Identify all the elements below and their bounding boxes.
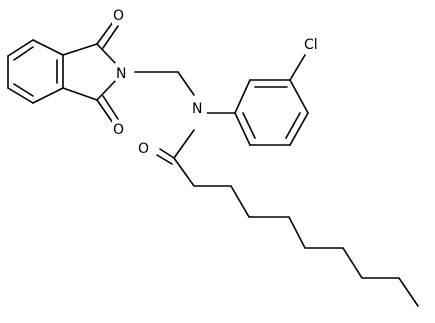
label-mask-o-bottom	[112, 120, 126, 138]
bond-benz-2	[32, 39, 64, 56]
bond-benz-5	[7, 87, 34, 104]
bond-ph-inner-2	[285, 112, 301, 139]
bond-ph-3	[289, 79, 309, 114]
atom-label-n-imide: N	[116, 66, 126, 82]
bond-ph-4	[289, 112, 309, 146]
atom-label-o-amide: O	[138, 141, 149, 157]
bond-namide-co	[173, 129, 195, 159]
bond-benz-4	[32, 87, 64, 104]
bond-c1-ring	[62, 43, 98, 56]
bond-co-bottom-a	[96, 99, 114, 124]
bond-c1-n	[96, 43, 117, 65]
label-mask-cl	[303, 34, 327, 54]
bond-lines	[7, 21, 419, 307]
bond-ph-1	[234, 79, 251, 114]
bond-ph-inner-3	[242, 112, 256, 139]
atom-label-n-amide: N	[192, 101, 202, 117]
bond-ph-6	[234, 112, 251, 146]
bond-c-cl	[289, 54, 306, 81]
label-mask-o-top	[112, 6, 126, 24]
bond-ch2-namide	[177, 71, 195, 96]
label-mask-n-imide	[115, 63, 130, 81]
atom-label-cl: Cl	[304, 37, 318, 53]
bond-benz-1	[7, 39, 34, 57]
atom-label-o-bottom: O	[113, 122, 124, 138]
bond-co-top-b	[102, 25, 119, 49]
bond-benz-inner-1	[13, 46, 34, 61]
atom-labels: O N O Cl N O	[112, 6, 327, 157]
atom-label-o-top: O	[113, 8, 124, 24]
bond-co-bottom-b	[102, 95, 119, 120]
bond-amide-co-a	[159, 148, 175, 159]
label-mask-o-amide	[137, 139, 153, 157]
bond-co-top-a	[96, 21, 114, 45]
bond-n-c2	[96, 79, 117, 101]
bond-c2-ring	[62, 87, 98, 101]
bond-amide-co-b	[156, 154, 173, 165]
bond-alkyl-chain	[173, 157, 419, 307]
bond-benz-inner-2	[13, 83, 34, 97]
label-mask-n-amide	[191, 98, 207, 118]
